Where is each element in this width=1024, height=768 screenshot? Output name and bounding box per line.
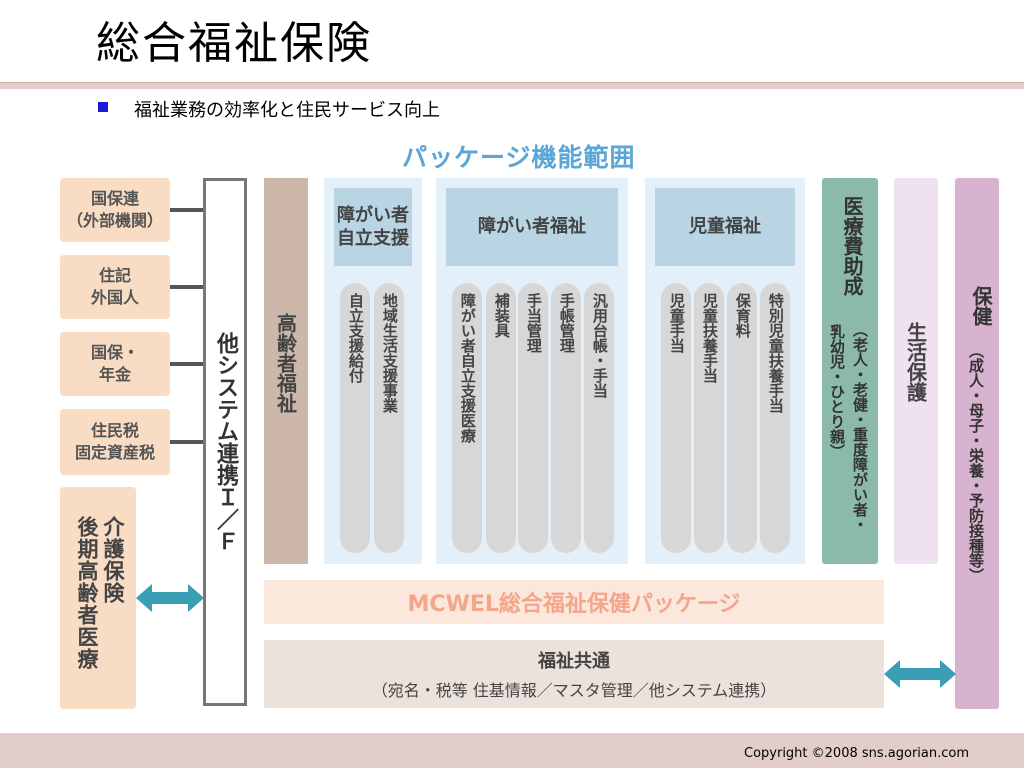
external-juuki: 住記 外国人 — [60, 255, 170, 319]
interface-label: 他システム連携Ｉ／Ｆ — [213, 332, 238, 552]
header-jidou-fukushi: 児童福祉 — [655, 188, 795, 266]
item-jidou-teate: 児童手当 — [661, 283, 691, 553]
item-label: 保育料 — [733, 293, 752, 338]
header-shougai-jiritsu: 障がい者 自立支援 — [334, 188, 412, 266]
package-label: MCWEL総合福祉保健パッケージ — [407, 592, 741, 617]
item-jiritsu-kyufu: 自立支援給付 — [340, 283, 370, 553]
external-juuminzei: 住民税 固定資産税 — [60, 409, 170, 475]
seikatsu-column: 生活保護 — [894, 178, 938, 564]
item-chiiki-seikatsu: 地域生活支援事業 — [374, 283, 404, 553]
seikatsu-label: 生活保護 — [903, 322, 928, 402]
external-kokuhoren: 国保連 （外部機関） — [60, 178, 170, 242]
package-label-bar: MCWEL総合福祉保健パッケージ — [264, 580, 884, 624]
item-hanyou-daichou: 汎用台帳・手当 — [584, 283, 614, 553]
common-title: 福祉共通 — [538, 651, 610, 672]
hoken-sub-label: （成人・母子・栄養・予防接種等） — [967, 343, 985, 583]
bidirectional-arrow-icon — [136, 584, 204, 612]
common-bar: 福祉共通 （宛名・税等 住基情報／マスタ管理／他システム連携） — [264, 640, 884, 708]
item-tokubetsu-jidou: 特別児童扶養手当 — [760, 283, 790, 553]
header-shougai-fukushi: 障がい者福祉 — [446, 188, 618, 266]
connector-line — [170, 362, 204, 366]
hoken-label: 保健 — [969, 286, 993, 326]
interface-column: 他システム連携Ｉ／Ｆ — [203, 178, 247, 706]
title-divider — [0, 82, 1024, 89]
iryouhi-sub-line2: 乳幼児・ひとり親） — [828, 324, 846, 459]
diagram-title: パッケージ機能範囲 — [402, 143, 636, 172]
hoken-column — [955, 178, 999, 709]
item-jiritsu-iryou: 障がい者自立支援医療 — [452, 283, 482, 553]
common-sub: （宛名・税等 住基情報／マスタ管理／他システム連携） — [371, 681, 777, 700]
iryouhi-column — [822, 178, 878, 564]
bullet-text: 福祉業務の効率化と住民サービス向上 — [134, 100, 440, 121]
item-label: 手当管理 — [524, 293, 543, 353]
external-kokuho-nenkin: 国保・ 年金 — [60, 332, 170, 396]
kouki-label: 後期高齢者医療 — [75, 516, 99, 670]
item-label: 障がい者自立支援医療 — [458, 293, 477, 443]
item-label: 地域生活支援事業 — [380, 293, 399, 413]
item-label: 自立支援給付 — [346, 293, 365, 383]
footer-bar — [0, 733, 1024, 768]
item-label: 汎用台帳・手当 — [590, 293, 609, 398]
item-label: 児童扶養手当 — [700, 293, 719, 383]
bidirectional-arrow-icon — [884, 660, 956, 688]
item-label: 特別児童扶養手当 — [766, 293, 785, 413]
koureisha-label: 高齢者福祉 — [273, 313, 298, 413]
connector-line — [170, 285, 204, 289]
connector-line — [170, 440, 204, 444]
slide-title: 総合福祉保険 — [96, 18, 372, 69]
item-teate-kanri: 手当管理 — [518, 283, 548, 553]
iryouhi-label: 医療費助成 — [840, 196, 864, 296]
item-techou-kanri: 手帳管理 — [551, 283, 581, 553]
copyright-text: Copyright ©2008 sns.agorian.com — [744, 746, 970, 761]
item-label: 手帳管理 — [557, 293, 576, 353]
item-label: 補装具 — [492, 293, 511, 338]
kaigo-block — [60, 487, 136, 709]
bullet-square-icon — [98, 102, 108, 112]
connector-line — [170, 208, 204, 212]
item-label: 児童手当 — [667, 293, 686, 353]
item-hosougu: 補装具 — [486, 283, 516, 553]
item-jidou-fuyou-teate: 児童扶養手当 — [694, 283, 724, 553]
koureisha-column: 高齢者福祉 — [264, 178, 308, 564]
kaigo-label: 介護保険 — [101, 516, 125, 604]
item-hoikuryou: 保育料 — [727, 283, 757, 553]
iryouhi-sub-line1: （老人・老健・重度障がい者・ — [851, 322, 869, 532]
